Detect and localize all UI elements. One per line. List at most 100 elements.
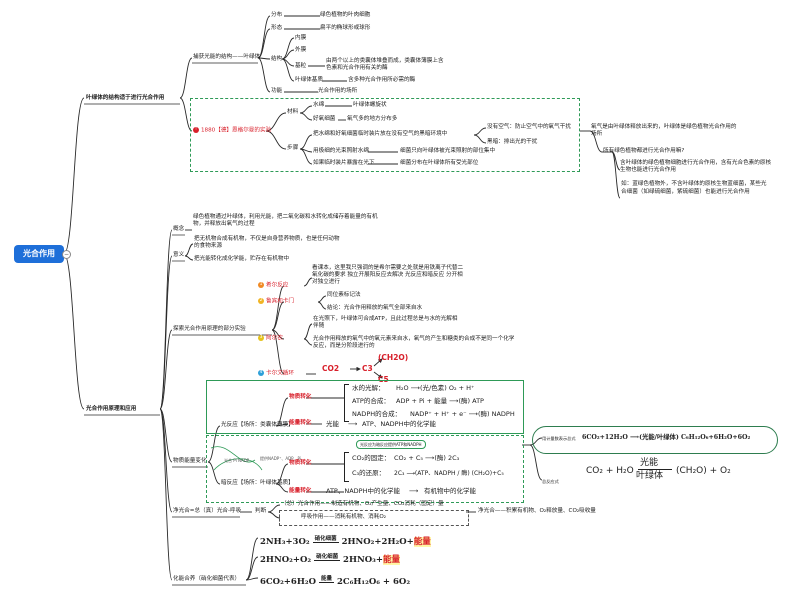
- cycle-mid: 提供NADP⁺、ADP、Pi: [260, 456, 301, 461]
- small-note: 光反应为暗反应提供ATP和NADPH: [356, 440, 426, 449]
- node-function-value: 光合作用的场所: [318, 88, 358, 94]
- dark-reaction-frame: [206, 435, 524, 503]
- node-net-value: 净光合——积累有机物、O₂释放量、CO₂吸收量: [478, 508, 596, 514]
- exp3-badge-icon: 3: [258, 335, 264, 341]
- dark-energy-b: 有机物中的化学能: [424, 487, 476, 495]
- node-meaning2: 把光能转化成化学能，贮存在有机物中: [194, 256, 290, 262]
- calvin-c5: C5: [378, 375, 389, 384]
- branch-structure[interactable]: 叶绿体的结构适于进行光合作用: [86, 95, 165, 101]
- calvin-c3: C3: [362, 364, 373, 373]
- node-meaning[interactable]: 意义: [173, 252, 185, 258]
- light-brace-icon: [344, 384, 349, 422]
- engelmann-frame: [190, 98, 580, 172]
- simple-eq-label: 总反应式: [542, 479, 559, 484]
- node-process[interactable]: 物质能量变化: [173, 458, 207, 464]
- node-stroma-value: 含多种光合作用所必需的酶: [348, 77, 416, 83]
- node-example: 如：蓝绿色植物外，不含叶绿体的原核生物蓝细菌，某些光合细菌（如绿硫细菌，紫硫细菌…: [621, 181, 767, 195]
- chemo-eq3-cond: 能量: [318, 576, 334, 583]
- engelmann-badge-icon: !: [193, 127, 199, 133]
- node-shape[interactable]: 形态: [271, 25, 283, 31]
- exp1-badge-icon: 1: [258, 282, 264, 288]
- dark-energy-a: ATP、NADPH中的化学能: [326, 487, 400, 495]
- node-inner-membrane: 内膜: [295, 35, 307, 41]
- node-judge1: （总）光合作用——制造有机物、O₂产生量、CO₂消耗（固定）量: [281, 501, 444, 507]
- node-step2: 用极细的光束照射水绵: [313, 148, 369, 154]
- node-dark-reaction[interactable]: 暗反应【场所：叶绿体基质】: [221, 480, 294, 486]
- node-step3: 如果临时装片暴露在光下: [313, 160, 375, 166]
- node-judge2: 呼吸作用——消耗有机物、消耗O₂: [301, 514, 386, 520]
- node-grana: 基粒: [295, 63, 307, 69]
- simple-left: CO₂ + H₂O: [586, 466, 634, 476]
- node-steps[interactable]: 步骤: [287, 145, 299, 151]
- node-distribution[interactable]: 分布: [271, 12, 283, 18]
- chemo-eq1: 2NH₃+3O₂ 硝化细菌 2HNO₂+2H₂O+能量: [260, 536, 431, 547]
- node-material[interactable]: 材料: [287, 109, 299, 115]
- node-grana-value: 由两个以上的类囊体堆叠而成，类囊体薄膜上含色素和光合作用有关的酶: [326, 58, 444, 71]
- node-no-air: 没有空气：防止空气中的氧气干扰: [487, 124, 571, 130]
- light-matter-change: 物质转化: [289, 394, 312, 400]
- node-structure[interactable]: 结构: [271, 56, 283, 62]
- node-exp2-method: 同位素标记法: [327, 292, 361, 298]
- node-distribution-value: 绿色植物的叶肉细胞: [320, 12, 371, 18]
- node-answer: 含叶绿体的绿色植物细胞进行光合作用，含有光合色素的原核生物也能进行光合作用: [620, 160, 772, 173]
- node-capture[interactable]: 捕获光能的结构——叶绿体: [193, 54, 261, 60]
- node-conclusion: 氧气是由叶绿体释放出来的，叶绿体是绿色植物光合作用的场所: [591, 124, 737, 137]
- judge-box: [279, 510, 469, 526]
- simple-right: (CH₂O) + O₂: [676, 466, 731, 476]
- node-step3-result: 细菌分布在叶绿体所有受光部位: [400, 160, 479, 166]
- node-bacteria-value: 氧气多的地方分布多: [347, 116, 398, 122]
- light-nadph-eq: NADP⁺ + H⁺ + e⁻ ⟶(酶) NADPH: [410, 410, 515, 418]
- dark-energy-arrow-icon: ⟶: [409, 487, 419, 495]
- node-exp1-text: 看课本，这里我只强调的是希尔需要之处就是用铁离子代替二氧化碳的要求 独立开展阳反…: [312, 265, 464, 285]
- total-eq-label: 用计量数表示总式: [542, 436, 576, 441]
- light-energy-arrow-icon: ⟶: [348, 420, 358, 428]
- light-energy-change: 能量转化: [289, 420, 312, 426]
- node-explore[interactable]: 探索光合作用原理的部分实验: [173, 326, 246, 332]
- dark-matter-change: 物质转化: [289, 460, 312, 466]
- node-exp2-conclusion: 结论：光合作用释放的氧气全部来自水: [327, 305, 423, 311]
- exp4-badge-icon: 4: [258, 370, 264, 376]
- chemo-eq1-cond: 硝化细菌: [312, 536, 339, 543]
- chemo-eq2-cond: 硝化细菌: [314, 554, 341, 561]
- dark-co2-eq: CO₂ + C₅ ⟶(酶) 2C₃: [394, 454, 460, 462]
- light-energy-a: 光能: [326, 420, 339, 428]
- total-eq: 6CO₂+12H₂O ⟶(光能/叶绿体) C₆H₁₂O₆+6H₂O+6O₂: [582, 434, 751, 441]
- calvin-ch2o: (CH2O): [378, 353, 409, 362]
- node-chemo[interactable]: 化能合养（硝化细菌代表）: [173, 576, 241, 582]
- total-eq-box: [532, 426, 778, 454]
- simple-arrow-icon: [638, 469, 672, 470]
- collapse-toggle-icon[interactable]: −: [62, 250, 71, 259]
- branch-principle[interactable]: 光合作用原理和应用: [86, 406, 137, 412]
- node-judge[interactable]: 判断: [255, 508, 267, 514]
- node-exp3-text1: 在光照下，叶绿体可合成ATP，且此过程总是与水的光解相伴随: [313, 316, 458, 329]
- dark-c3-label: C₃的还原：: [352, 469, 386, 477]
- light-water-eq: H₂O ⟶(光/色素) O₂ + H⁺: [396, 384, 475, 392]
- exp2-badge-icon: 2: [258, 298, 264, 304]
- simple-cond-bottom: 叶绿体: [636, 471, 664, 481]
- root-node[interactable]: 光合作用: [14, 245, 64, 263]
- node-concept[interactable]: 概念: [173, 226, 185, 232]
- chemo-eq2: 2HNO₂+O₂ 硝化细菌 2HNO₃+能量: [260, 554, 401, 565]
- node-water-plant: 水绵: [313, 102, 325, 108]
- chemo-eq3: 6CO₂+6H₂O 能量 2C₆H₁₂O₆ + 6O₂: [260, 576, 411, 587]
- light-reaction-frame: [206, 380, 524, 434]
- dark-co2-label: CO₂的固定：: [352, 454, 391, 462]
- simple-cond-top: 光能: [640, 458, 659, 468]
- cycle-left: 光合 Pi NADP: [224, 458, 250, 463]
- node-meaning1: 把无机物合成有机物，不仅是自身营养物质，也是任何动物的食物来源: [194, 236, 340, 249]
- node-light-reaction[interactable]: 光反应【场所：类囊体薄膜】: [221, 422, 294, 428]
- node-dark: 黑暗：排出光的干扰: [487, 139, 538, 145]
- node-exp3-text2: 光合作用释放的氧气中的氧元素来自水，氧气的产生和糖类的合成不是同一个化学反应，而…: [313, 336, 515, 349]
- node-concept-value: 绿色植物通过叶绿体，利用光能，把二氧化碳和水转化成储存着能量的有机物，并释放出氧…: [193, 214, 378, 227]
- node-stroma: 叶绿体基质: [295, 77, 323, 83]
- node-outer-membrane: 外膜: [295, 47, 307, 53]
- node-function[interactable]: 功能: [271, 88, 283, 94]
- node-net[interactable]: 净光合=总（真）光合-呼吸: [173, 508, 242, 514]
- light-water-label: 水的光解：: [352, 384, 385, 392]
- node-shape-value: 扁平的椭球形或球形: [320, 25, 371, 31]
- engelmann-title[interactable]: !1880【德】恩格尔曼的实验: [193, 127, 271, 135]
